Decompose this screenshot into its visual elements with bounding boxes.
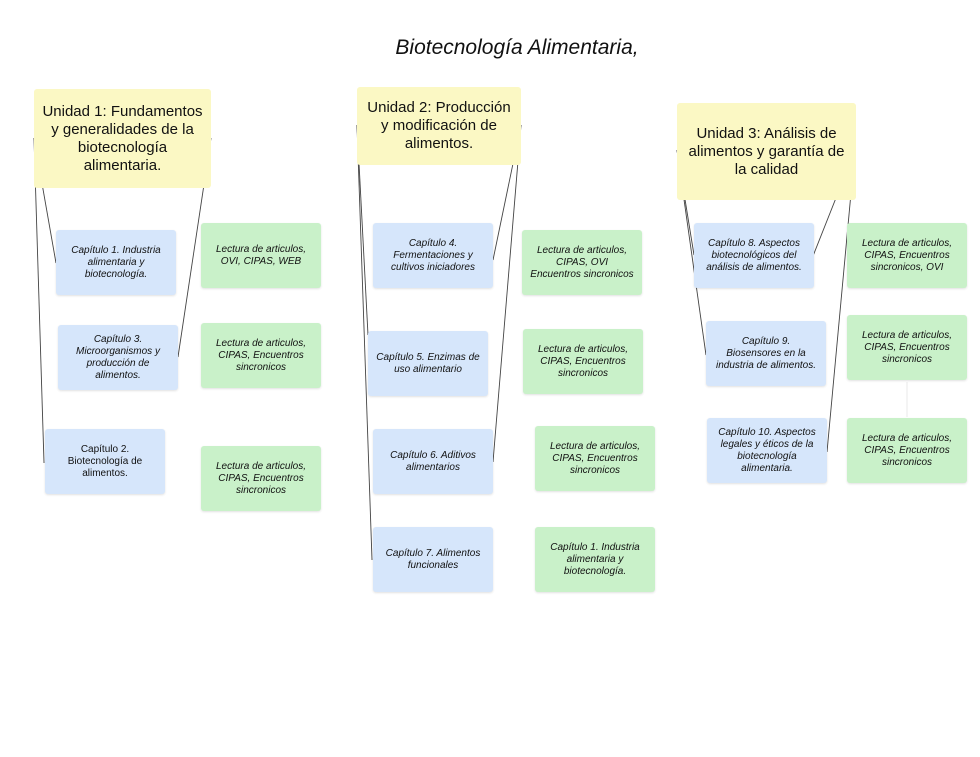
activity-box-1: Lectura de articulos, OVI, CIPAS, WEB — [201, 223, 321, 288]
chapter-10-box: Capítulo 10. Aspectos legales y éticos d… — [707, 418, 827, 483]
chapter-3-box: Capítulo 3. Microorganismos y producción… — [58, 325, 178, 390]
chapter-7-box: Capítulo 7. Alimentos funcionales — [373, 527, 493, 592]
activity-box-6: Lectura de articulos, CIPAS, Encuentros … — [535, 426, 655, 491]
activity-box-5: Lectura de articulos, CIPAS, Encuentros … — [523, 329, 643, 394]
diagram-title: Biotecnología Alimentaria, — [395, 36, 639, 59]
chapter-2-box: Capítulo 2. Biotecnología de alimentos. — [45, 429, 165, 494]
activity-box-7: Capítulo 1. Industria alimentaria y biot… — [535, 527, 655, 592]
unit-1-box: Unidad 1: Fundamentos y generalidades de… — [34, 89, 211, 188]
activity-box-3: Lectura de articulos, CIPAS, Encuentros … — [201, 446, 321, 511]
chapter-8-box: Capítulo 8. Aspectos biotecnológicos del… — [694, 223, 814, 288]
activity-box-2: Lectura de articulos, CIPAS, Encuentros … — [201, 323, 321, 388]
activity-box-8: Lectura de articulos, CIPAS, Encuentros … — [847, 223, 967, 288]
activity-box-4: Lectura de articulos, CIPAS, OVI Encuent… — [522, 230, 642, 295]
chapter-4-box: Capítulo 4. Fermentaciones y cultivos in… — [373, 223, 493, 288]
chapter-5-box: Capítulo 5. Enzimas de uso alimentario — [368, 331, 488, 396]
chapter-9-box: Capítulo 9. Biosensores en la industria … — [706, 321, 826, 386]
chapter-1-box: Capítulo 1. Industria alimentaria y biot… — [56, 230, 176, 295]
unit-3-box: Unidad 3: Análisis de alimentos y garant… — [677, 103, 856, 200]
activity-box-9: Lectura de articulos, CIPAS, Encuentros … — [847, 315, 967, 380]
chapter-6-box: Capítulo 6. Aditivos alimentarios — [373, 429, 493, 494]
unit-2-box: Unidad 2: Producción y modificación de a… — [357, 87, 521, 165]
activity-box-10: Lectura de articulos, CIPAS, Encuentros … — [847, 418, 967, 483]
